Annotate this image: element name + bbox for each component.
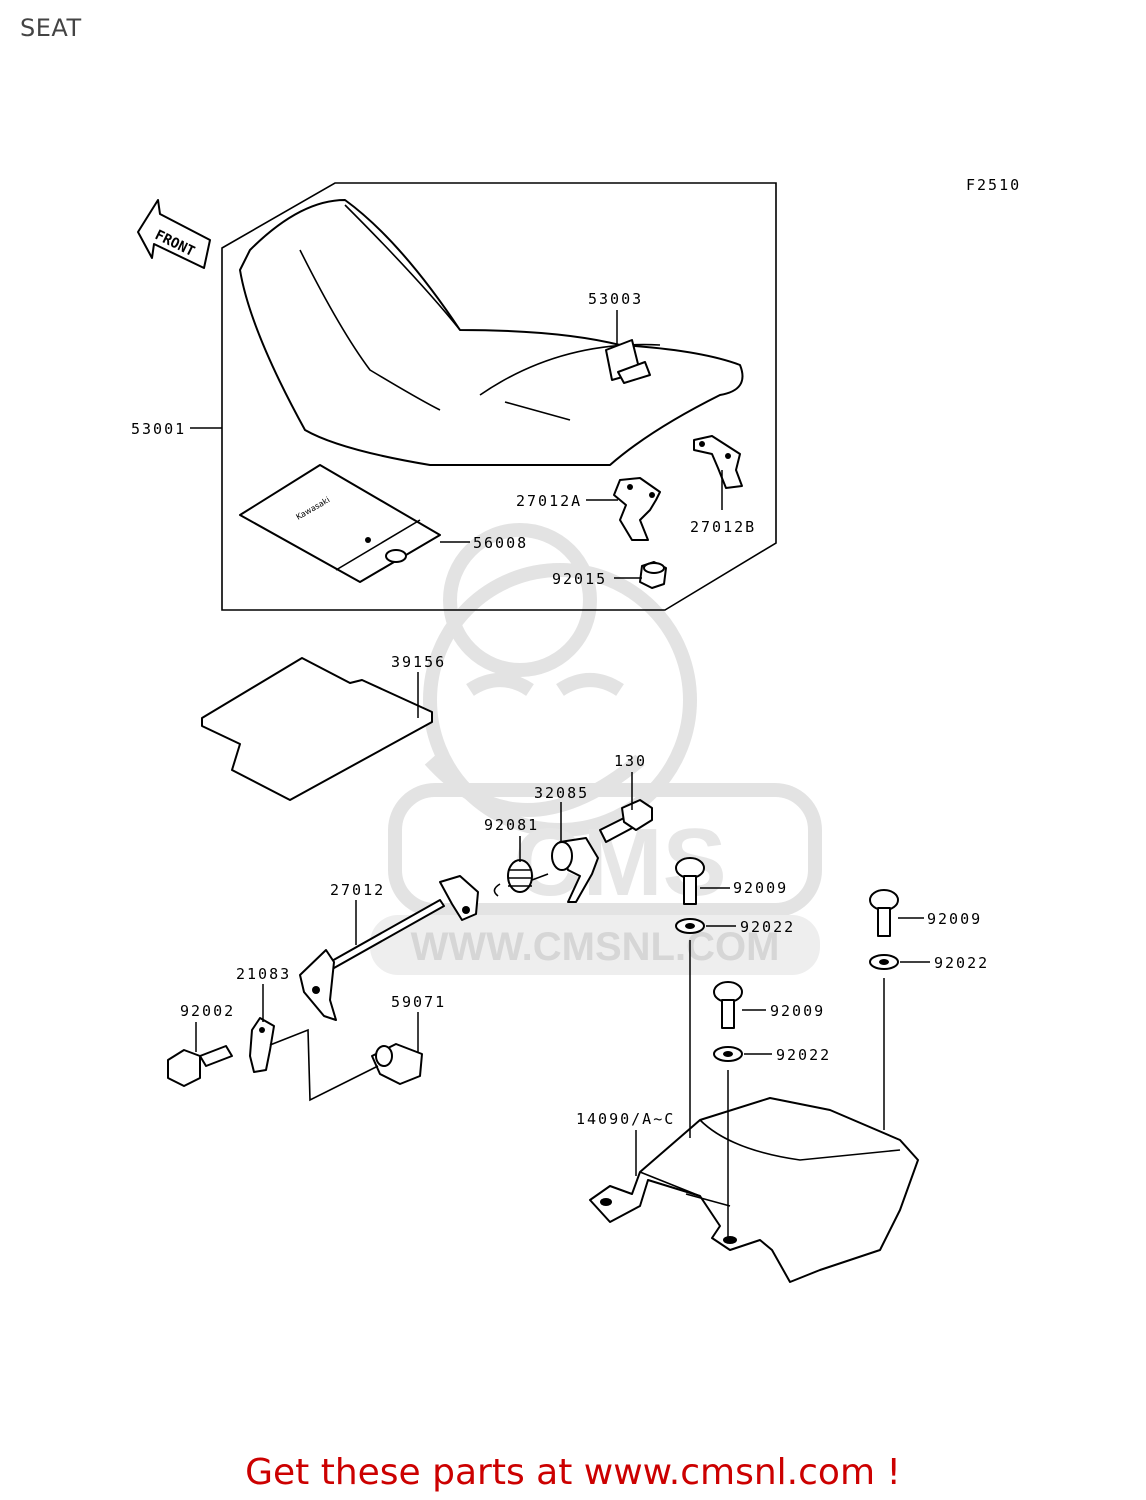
assembly-line xyxy=(269,1028,379,1102)
label-27012a: 27012A xyxy=(516,492,582,510)
label-14090: 14090/A~C xyxy=(576,1110,675,1128)
label-39156: 39156 xyxy=(391,653,446,671)
watermark-url: WWW.CMSNL.COM xyxy=(411,925,780,969)
label-92009-a: 92009 xyxy=(733,879,788,897)
label-27012b: 27012B xyxy=(690,518,756,536)
label-53003: 53003 xyxy=(588,290,643,308)
label-27012: 27012 xyxy=(330,881,385,899)
watermark xyxy=(388,523,822,917)
figure-code: F2510 xyxy=(966,176,1021,194)
label-130: 130 xyxy=(614,752,647,770)
lever-21083 xyxy=(299,949,337,1021)
bracket-27012a xyxy=(613,477,661,541)
label-92009-c: 92009 xyxy=(770,1002,825,1020)
spring-92081-icon xyxy=(493,859,549,897)
leader-lines xyxy=(190,310,930,1240)
promo-footer-link[interactable]: Get these parts at www.cmsnl.com ! xyxy=(245,1452,901,1493)
washer-92022-a-icon xyxy=(675,918,705,934)
screw-92009-b-icon xyxy=(869,889,899,937)
label-92022-a: 92022 xyxy=(740,918,795,936)
holder-32085 xyxy=(551,837,599,903)
label-92009-b: 92009 xyxy=(927,910,982,928)
washer-92022-b-icon xyxy=(869,954,899,970)
front-arrow-icon: FRONT xyxy=(137,199,211,269)
label-21083: 21083 xyxy=(236,965,291,983)
rod-27012 xyxy=(329,875,479,969)
tag-56008: Kawasaki xyxy=(239,464,441,583)
label-56008: 56008 xyxy=(473,534,528,552)
label-92022-b: 92022 xyxy=(934,954,989,972)
tray-14090 xyxy=(589,1097,919,1283)
label-92022-c: 92022 xyxy=(776,1046,831,1064)
bolt-92002-icon xyxy=(167,1045,233,1087)
label-92015: 92015 xyxy=(552,570,607,588)
bracket-27012b xyxy=(693,435,743,489)
mat-39156 xyxy=(201,657,433,801)
screw-92009-c-icon xyxy=(713,981,743,1029)
seat-strap-53003 xyxy=(605,339,651,384)
stopper-59071-icon xyxy=(371,1043,423,1085)
seat-53001 xyxy=(239,199,744,466)
label-92081: 92081 xyxy=(484,816,539,834)
washer-92022-c-icon xyxy=(713,1046,743,1062)
seat-group-box xyxy=(221,182,777,611)
label-32085: 32085 xyxy=(534,784,589,802)
bolt-130-icon xyxy=(599,799,653,843)
screw-92009-a-icon xyxy=(675,857,705,905)
label-59071: 59071 xyxy=(391,993,446,1011)
page-title: SEAT xyxy=(20,14,82,42)
nut-92015-icon xyxy=(639,561,667,589)
label-92002: 92002 xyxy=(180,1002,235,1020)
label-53001: 53001 xyxy=(131,420,186,438)
